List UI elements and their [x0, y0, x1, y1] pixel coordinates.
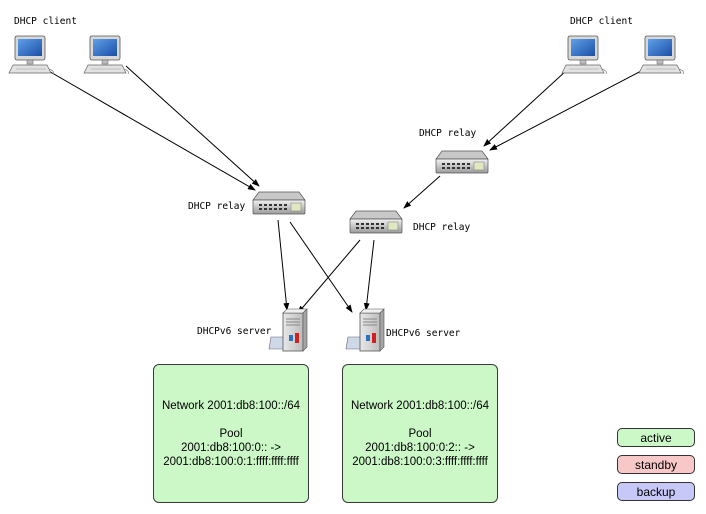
pool-network-label: Network 2001:db8:100::/64	[350, 399, 490, 412]
relay-label-right-bottom: DHCP relay	[413, 222, 470, 233]
edge-relay-right-bottom-server-right	[363, 239, 375, 311]
legend-standby: standby	[617, 455, 695, 474]
edge-client4-relay-right-top	[489, 69, 644, 151]
pool-range-start: 2001:db8:100:0:: ->	[180, 441, 282, 454]
relay-label-left: DHCP relay	[188, 201, 245, 212]
server-icon	[268, 308, 308, 352]
pool-range-end: 2001:db8:100:0:1:ffff:ffff:ffff	[163, 455, 299, 468]
pool-title: Pool	[219, 427, 243, 440]
client-label-right: DHCP client	[570, 16, 633, 27]
edge-client3-relay-right-top	[483, 69, 568, 147]
pool-range-end: 2001:db8:100:0:3:ffff:ffff:ffff	[352, 455, 488, 468]
edge-client2-relay-left	[125, 65, 260, 187]
legend-active-label: active	[640, 430, 672, 445]
pool-network-label: Network 2001:db8:100::/64	[161, 399, 301, 412]
pool-range-start: 2001:db8:100:0:2:: ->	[365, 441, 475, 454]
edge-relay-left-server-right	[289, 221, 353, 313]
computer-icon	[561, 35, 607, 75]
edge-client1-relay-left	[39, 65, 256, 191]
legend-active: active	[617, 428, 695, 447]
pool-box-left: Network 2001:db8:100::/64 Pool 2001:db8:…	[153, 364, 309, 503]
server-label-left: DHCPv6 server	[197, 326, 272, 337]
edge-relay-right-top-relay-right-bottom	[403, 175, 441, 209]
legend-backup-label: backup	[636, 484, 676, 499]
switch-icon	[435, 150, 489, 174]
computer-icon	[638, 35, 684, 75]
edge-relay-left-server-left	[277, 219, 290, 311]
computer-icon	[8, 35, 54, 75]
switch-icon	[252, 191, 306, 215]
pool-title: Pool	[408, 427, 432, 440]
pool-box-right: Network 2001:db8:100::/64 Pool 2001:db8:…	[342, 364, 498, 503]
edge-relay-right-bottom-server-left	[297, 239, 361, 314]
legend-standby-label: standby	[634, 457, 678, 472]
server-label-right: DHCPv6 server	[386, 328, 461, 339]
server-icon	[345, 308, 385, 352]
client-label-left: DHCP client	[14, 16, 77, 27]
legend-backup: backup	[617, 482, 695, 501]
switch-icon	[349, 210, 403, 234]
relay-label-right-top: DHCP relay	[419, 128, 476, 139]
computer-icon	[83, 35, 129, 75]
